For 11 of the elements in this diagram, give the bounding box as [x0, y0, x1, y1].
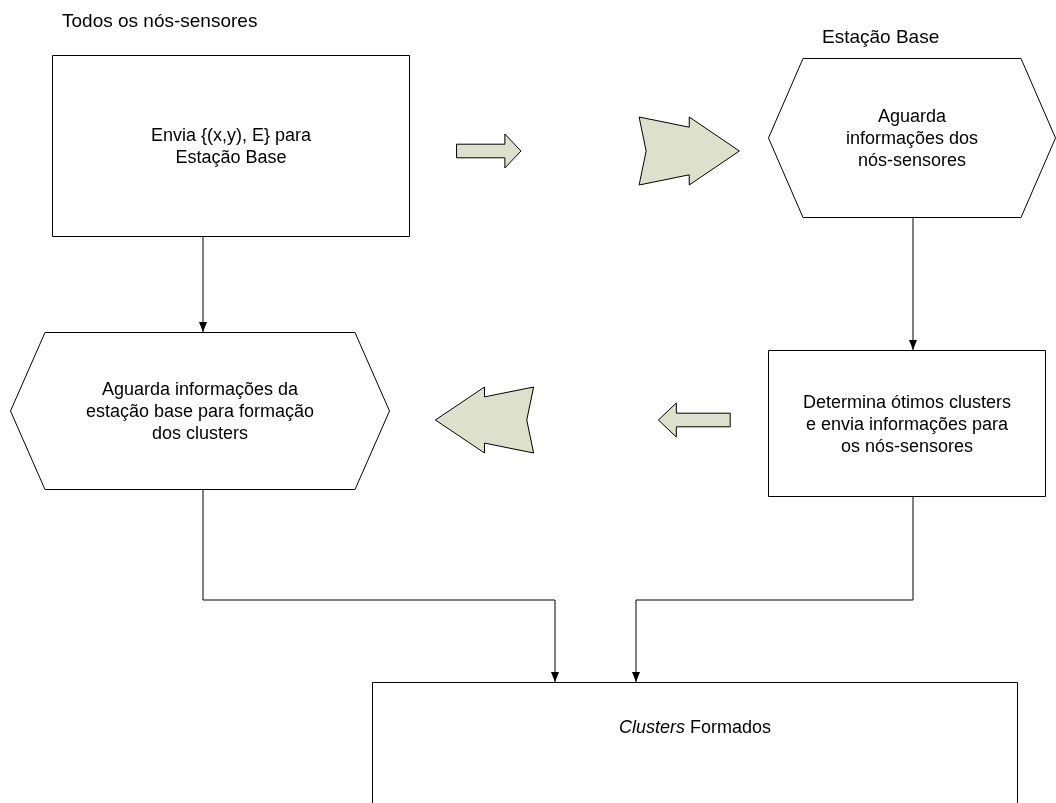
node-text: Clusters Formados: [617, 716, 772, 738]
column-heading: Todos os nós-sensores: [62, 10, 258, 32]
arrow: [909, 217, 917, 351]
arrow: [202, 489, 559, 683]
node-text: Aguarda informações da estação base para formação dos clusters: [84, 378, 316, 444]
node-text: Determina ótimos clusters e envia informações para os nós-sensores: [802, 390, 1012, 457]
arrow: [632, 496, 914, 683]
arrow: [199, 236, 207, 333]
node-text: Aguarda informações dos nós-sensores: [844, 105, 980, 171]
column-heading: Estação Base: [822, 26, 940, 48]
node-text: Envia {(x,y), E} para Estação Base: [149, 124, 313, 168]
